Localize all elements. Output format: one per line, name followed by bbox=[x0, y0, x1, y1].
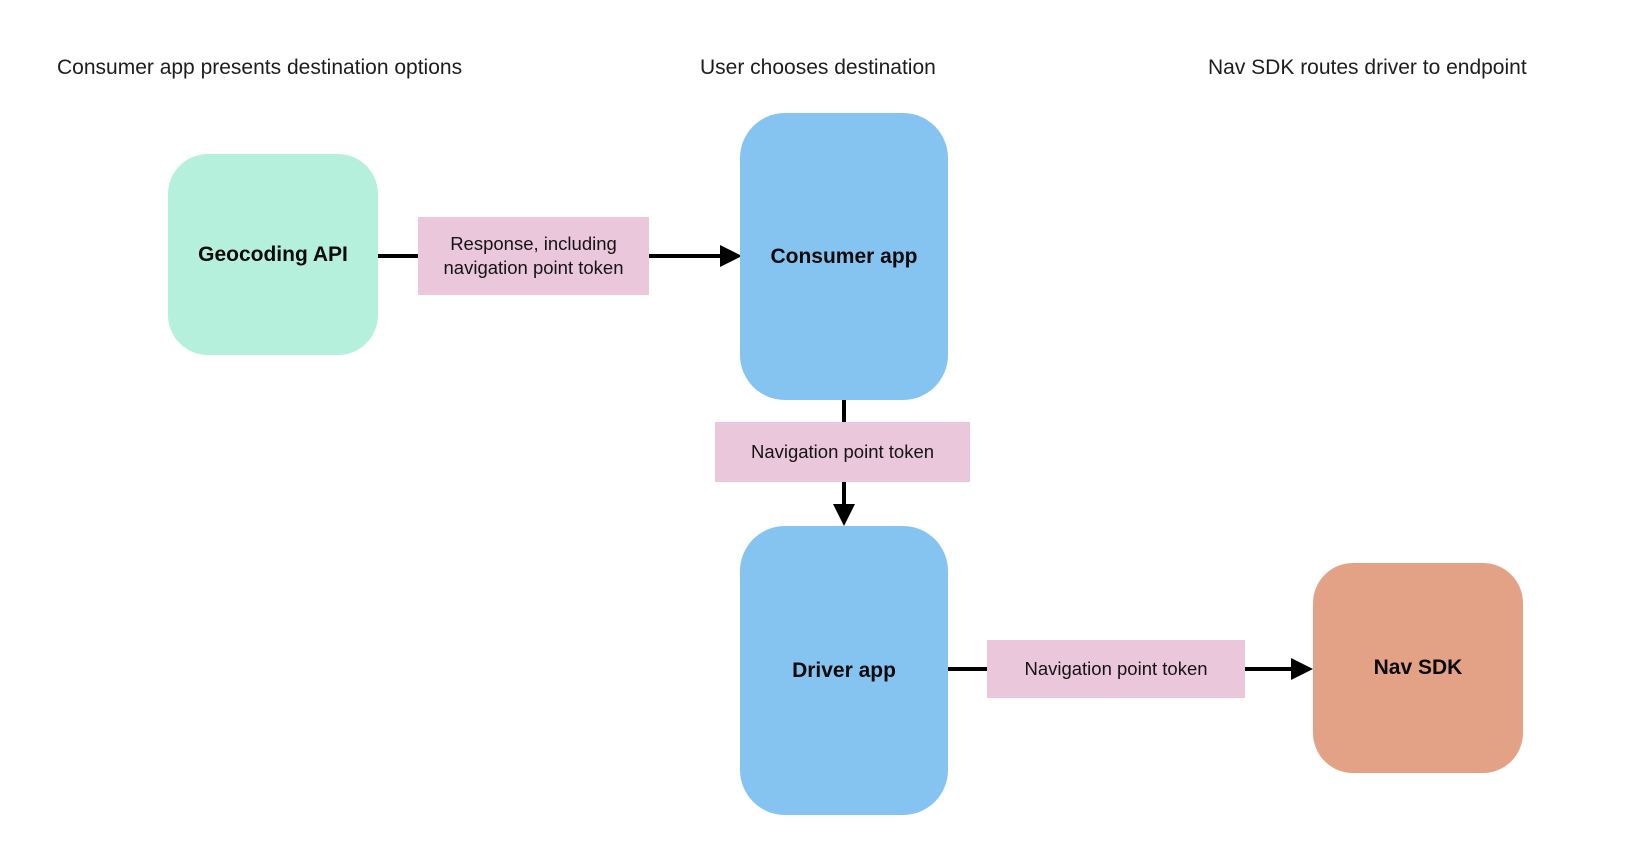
stage-heading-consumer-presents: Consumer app presents destination option… bbox=[57, 56, 463, 79]
node-driver-app-label: Driver app bbox=[792, 658, 896, 682]
node-consumer-app: Consumer app bbox=[740, 113, 948, 400]
node-nav-sdk-label: Nav SDK bbox=[1373, 656, 1463, 679]
stage-heading-nav-sdk-routes: Nav SDK routes driver to endpoint bbox=[1208, 56, 1527, 79]
edge-label-response-including-token: Response, including navigation point tok… bbox=[418, 217, 649, 295]
node-driver-app: Driver app bbox=[740, 526, 948, 815]
node-geocoding-api: Geocoding API bbox=[168, 154, 378, 355]
edge-label-navigation-point-token-vertical: Navigation point token bbox=[715, 422, 970, 482]
edge-label-navigation-point-token-horizontal: Navigation point token bbox=[987, 640, 1245, 698]
stage-heading-user-chooses: User chooses destination bbox=[700, 56, 936, 79]
node-geocoding-api-label: Geocoding API bbox=[198, 242, 348, 266]
node-consumer-app-label: Consumer app bbox=[770, 244, 918, 268]
node-nav-sdk: Nav SDK bbox=[1313, 563, 1523, 773]
